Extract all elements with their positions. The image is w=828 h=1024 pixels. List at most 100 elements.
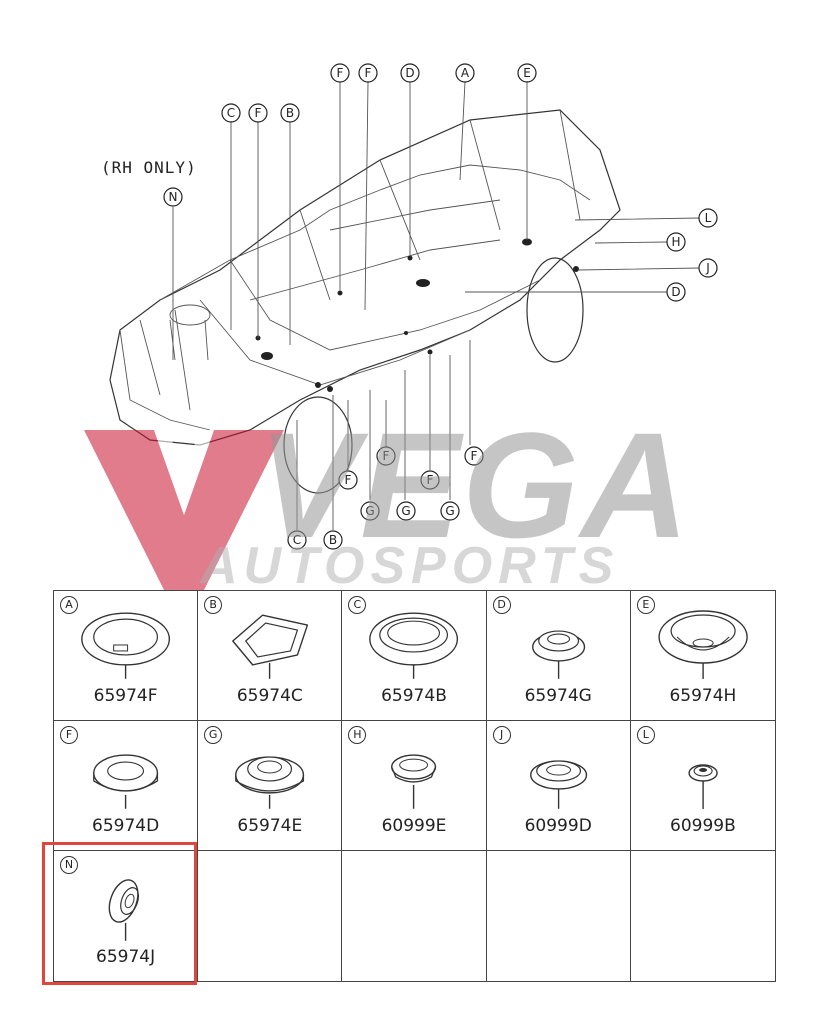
part-letter: C [348, 596, 367, 614]
grommet-angled-icon [108, 879, 140, 941]
selected-part-highlight [42, 842, 197, 985]
vega-logo-watermark [84, 430, 284, 590]
callouts: C F B F F D A E N L H J D F F F F G G G … [163, 63, 718, 550]
callout-g-bottom-1: G [360, 501, 380, 521]
svg-text:G: G [445, 504, 454, 518]
svg-text:F: F [471, 449, 478, 463]
grommet-large-deep-icon [369, 612, 459, 679]
svg-text:F: F [337, 66, 344, 80]
plug-small-icon [391, 754, 437, 809]
part-number: 65974F [93, 686, 158, 706]
rh-only-note: (RH ONLY) [101, 158, 197, 177]
part-cell-j[interactable]: J 60999D [486, 721, 631, 851]
callout-c-bottom: C [287, 530, 307, 550]
plug-tiny-icon [688, 764, 718, 809]
parts-grid: A 65974F B 65974C C 65974B D [53, 590, 776, 982]
callout-b-top: B [280, 103, 300, 123]
svg-text:F: F [345, 473, 352, 487]
callout-f-top-2: F [330, 63, 350, 83]
part-number: 65974E [237, 816, 303, 836]
watermark-sub: AUTOSPORTS [200, 537, 620, 595]
part-number: 60999D [524, 816, 592, 836]
part-cell-h[interactable]: H 60999E [342, 721, 487, 851]
svg-text:N: N [169, 190, 178, 204]
callout-f-bottom-4: F [464, 446, 484, 466]
part-cell-e[interactable]: E 65974H [630, 591, 775, 721]
callout-f-bottom-2: F [338, 470, 358, 490]
callout-h: H [666, 232, 686, 252]
part-cell-g[interactable]: G 65974E [198, 721, 343, 851]
callout-l: L [698, 208, 718, 228]
svg-text:D: D [405, 66, 414, 80]
part-cell-f[interactable]: F 65974D [54, 721, 199, 851]
part-number: 65974J [96, 947, 156, 967]
grommet-medium-ring-icon [529, 760, 587, 809]
callout-f-bottom-3: F [420, 470, 440, 490]
part-letter: L [636, 726, 655, 744]
grommet-medium-dome-icon [235, 756, 305, 809]
svg-text:J: J [705, 261, 710, 275]
callout-c-top: C [221, 103, 241, 123]
part-cell-b[interactable]: B 65974C [198, 591, 343, 721]
empty-cell [342, 851, 487, 981]
svg-text:F: F [427, 473, 434, 487]
part-cell-l[interactable]: L 60999B [630, 721, 775, 851]
part-number: 60999E [381, 816, 447, 836]
svg-text:C: C [293, 533, 301, 547]
part-letter: H [348, 726, 367, 744]
part-letter: F [60, 726, 78, 744]
part-cell-c[interactable]: C 65974B [342, 591, 487, 721]
empty-cell [487, 851, 631, 981]
part-cell-n[interactable]: N 65974J [54, 851, 199, 981]
part-number: 65974G [524, 686, 592, 706]
leader-lines [172, 81, 701, 530]
empty-cell [198, 851, 343, 981]
svg-text:L: L [705, 211, 712, 225]
svg-text:G: G [365, 504, 374, 518]
part-letter: N [60, 856, 78, 874]
svg-text:F: F [383, 449, 390, 463]
part-number: 65974C [236, 686, 303, 706]
svg-text:H: H [671, 235, 680, 249]
svg-text:F: F [255, 106, 262, 120]
watermark-brand: VEGA [258, 401, 692, 569]
svg-text:F: F [365, 66, 372, 80]
grommet-large-cup-icon [658, 610, 748, 679]
callout-d-right: D [666, 282, 686, 302]
svg-text:D: D [671, 285, 680, 299]
svg-text:C: C [227, 106, 235, 120]
part-number: 65974B [381, 686, 447, 706]
part-number: 60999B [670, 816, 736, 836]
part-letter: A [60, 596, 78, 614]
part-cell-d[interactable]: D 65974G [486, 591, 631, 721]
svg-text:A: A [461, 66, 470, 80]
callout-n: N [163, 187, 183, 207]
callout-g-bottom-3: G [440, 501, 460, 521]
grommet-medium-icon [93, 754, 159, 809]
callout-d-top: D [400, 63, 420, 83]
grommet-small-icon [531, 630, 585, 679]
empty-cell [631, 851, 775, 981]
grommet-square-icon [232, 614, 309, 679]
callout-j: J [698, 258, 718, 278]
part-letter: E [636, 596, 655, 614]
part-cell-a[interactable]: A 65974F [54, 591, 199, 721]
callout-a-top: A [455, 63, 475, 83]
callout-e-top: E [517, 63, 537, 83]
part-letter: D [492, 596, 511, 614]
grommet-large-flat-icon [81, 612, 171, 679]
svg-text:B: B [286, 106, 294, 120]
callout-f-bottom-1: F [376, 446, 396, 466]
part-letter: G [204, 726, 223, 744]
callout-b-bottom: B [323, 530, 343, 550]
car-grommet-diagram: C F B F F D A E N L H J D F F F F G G G … [109, 63, 718, 550]
callout-g-bottom-2: G [396, 501, 416, 521]
part-number: 65974H [669, 686, 737, 706]
svg-text:E: E [523, 66, 531, 80]
part-letter: B [204, 596, 223, 614]
callout-f-top-1: F [248, 103, 268, 123]
callout-f-top-3: F [358, 63, 378, 83]
svg-text:G: G [401, 504, 410, 518]
part-number: 65974D [92, 816, 160, 836]
svg-text:B: B [329, 533, 337, 547]
